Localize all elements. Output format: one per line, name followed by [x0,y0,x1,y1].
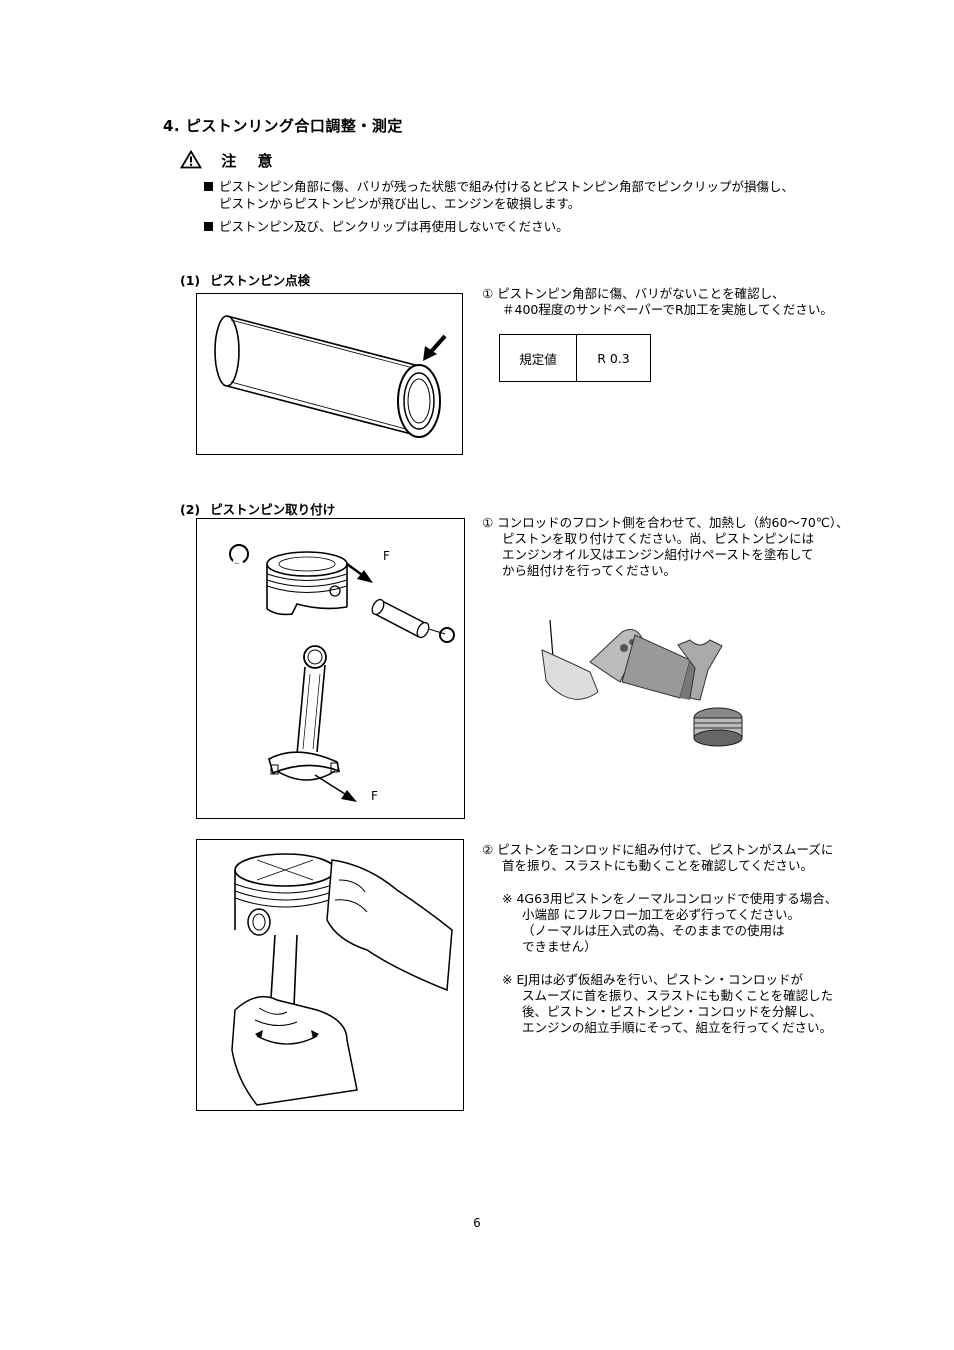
piston-pin-figure [196,293,463,455]
caution-header: 注 意 [180,150,280,171]
bullet-square-icon [204,182,213,191]
heating-gun-illustration [541,619,743,747]
note-ej: ※ EJ用は必ず仮組みを行い、ピストン・コンロッドが スムーズに首を振り、スラス… [502,972,834,1035]
caution-bullet-1: ピストンピン角部に傷、バリが残った状態で組み付けるとピストンピン角部でピンクリッ… [204,179,794,212]
note-4g63: ※ 4G63用ピストンをノーマルコンロッドで使用する場合、 小端部 にフルフロー… [502,891,838,954]
page-title: 4. ピストンリング合口調整・測定 [163,117,403,135]
caution-bullet-2: ピストンピン及び、ピンクリップは再使用しないでください。 [204,219,569,236]
section-2-step-2: ② ピストンをコンロッドに組み付けて、ピストンがスムーズに 首を振り、スラストに… [482,842,834,873]
section-2-step-1: ① コンロッドのフロント側を合わせて、加熱し（約60～70℃）、 ピストンを取り… [482,515,849,578]
piston-pin-illustration [214,315,447,438]
warning-triangle-icon [180,150,202,169]
piston-assembly-illustration [229,544,455,802]
page-number: 6 [473,1216,481,1230]
spec-value: R 0.3 [576,334,651,382]
bullet-square-icon [204,222,213,231]
front-label-top: F [383,549,390,563]
section-2-heading: (2)ピストンピン取り付け [180,502,336,517]
caution-label: 注 意 [221,152,281,170]
spec-table: 規定値 R 0.3 [499,334,651,382]
section-1-heading: (1)ピストンピン点検 [180,273,311,288]
spec-label: 規定値 [499,334,577,382]
front-label-bottom: F [371,789,378,803]
piston-swing-figure [196,839,464,1111]
section-1-step-1: ① ピストンピン角部に傷、バリがないことを確認し、 ＃400程度のサンドペーパー… [482,286,833,317]
heating-photo [540,610,760,750]
piston-swing-illustration [231,853,453,1106]
piston-assembly-figure: F F [196,518,465,819]
